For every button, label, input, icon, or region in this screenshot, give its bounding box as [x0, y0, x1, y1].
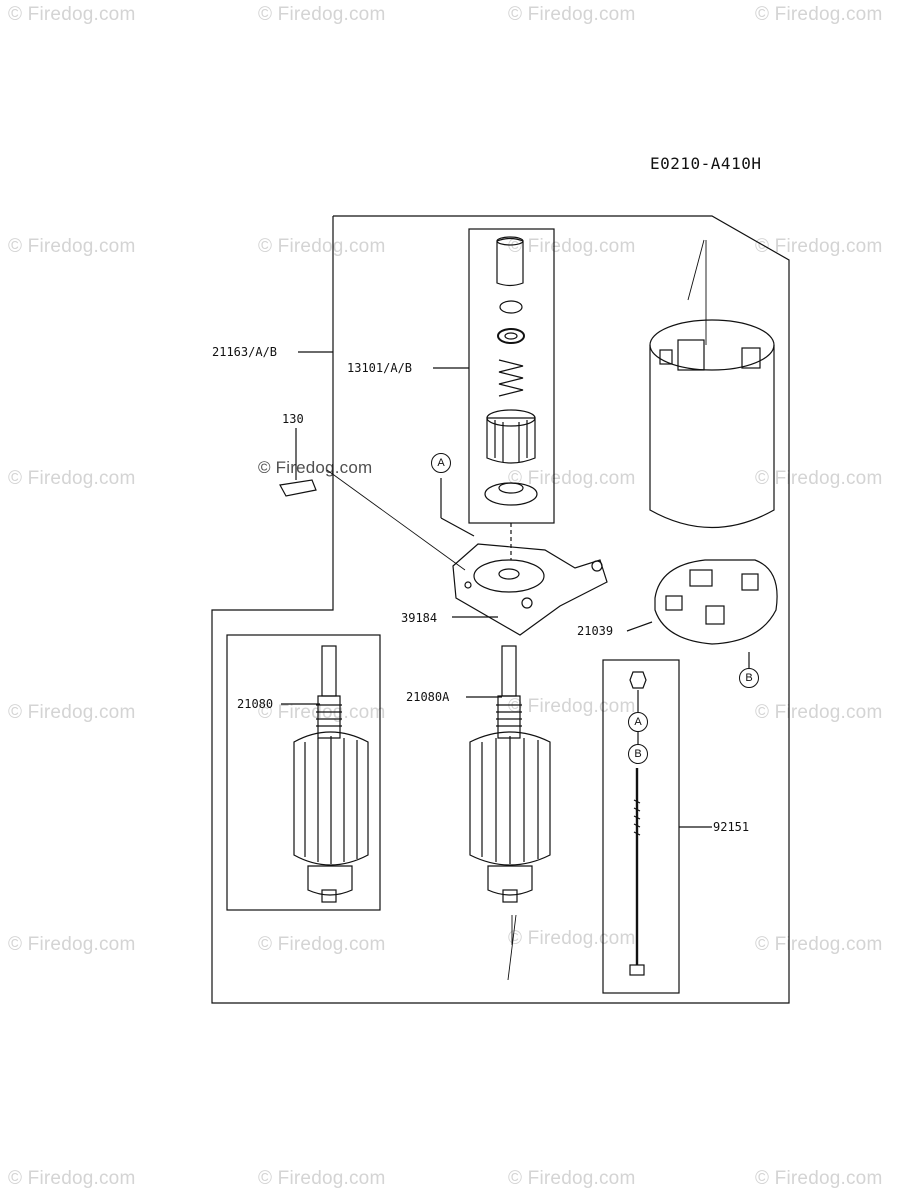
- callout-b-bolt: B: [628, 744, 648, 764]
- watermark: © Firedog.com: [508, 236, 636, 257]
- diagram-code: E0210-A410H: [650, 154, 762, 173]
- watermark: © Firedog.com: [508, 4, 636, 25]
- part-label-21080A: 21080A: [406, 690, 450, 704]
- drive-pinion: [486, 417, 536, 464]
- watermark: © Firedog.com: [755, 236, 883, 257]
- watermark: © Firedog.com: [8, 236, 136, 257]
- commutator: [307, 865, 353, 896]
- part-label-21039: 21039: [577, 624, 614, 638]
- part-label-21080: 21080: [237, 697, 274, 711]
- watermark: © Firedog.com: [755, 934, 883, 955]
- end-cover-bracket: [452, 543, 608, 636]
- motor-housing: [649, 345, 775, 529]
- nut: [629, 671, 647, 689]
- watermark: © Firedog.com: [8, 468, 136, 489]
- watermark: © Firedog.com: [258, 458, 373, 477]
- brush-holder-plate: [654, 559, 778, 645]
- assembly-border: [211, 215, 790, 1004]
- watermark: © Firedog.com: [258, 1168, 386, 1189]
- watermark: © Firedog.com: [755, 1168, 883, 1189]
- watermark: © Firedog.com: [8, 1168, 136, 1189]
- watermark: © Firedog.com: [508, 1168, 636, 1189]
- part-label-92151: 92151: [713, 820, 750, 834]
- watermark: © Firedog.com: [755, 4, 883, 25]
- part-label-39184: 39184: [401, 611, 438, 625]
- armature-box: [226, 634, 381, 911]
- pinion-kit-box: [468, 228, 555, 524]
- callout-a: A: [431, 453, 451, 473]
- watermark: © Firedog.com: [755, 702, 883, 723]
- part-label-130: 130: [282, 412, 304, 426]
- armature-shaft-a: [501, 645, 517, 697]
- watermark: © Firedog.com: [8, 4, 136, 25]
- callout-b: B: [739, 668, 759, 688]
- commutator-a: [487, 865, 533, 896]
- callout-a-bolt: A: [628, 712, 648, 732]
- part-label-21163: 21163/A/B: [212, 345, 278, 359]
- small-bolt: [279, 479, 317, 497]
- watermark: © Firedog.com: [755, 468, 883, 489]
- armature-core: [293, 731, 369, 866]
- watermark: © Firedog.com: [258, 934, 386, 955]
- part-label-13101: 13101/A/B: [347, 361, 413, 375]
- bolt-kit-box: [602, 659, 680, 994]
- spring: [498, 359, 524, 397]
- stop-collar: [496, 237, 524, 287]
- watermark: © Firedog.com: [8, 702, 136, 723]
- collar-ring: [497, 328, 525, 344]
- watermark: © Firedog.com: [258, 4, 386, 25]
- watermark: © Firedog.com: [8, 934, 136, 955]
- pinion-stop: [484, 482, 538, 506]
- armature-core-a: [469, 731, 551, 866]
- retaining-ring: [499, 300, 523, 314]
- watermark: © Firedog.com: [508, 468, 636, 489]
- armature-shaft: [321, 645, 337, 697]
- watermark: © Firedog.com: [258, 236, 386, 257]
